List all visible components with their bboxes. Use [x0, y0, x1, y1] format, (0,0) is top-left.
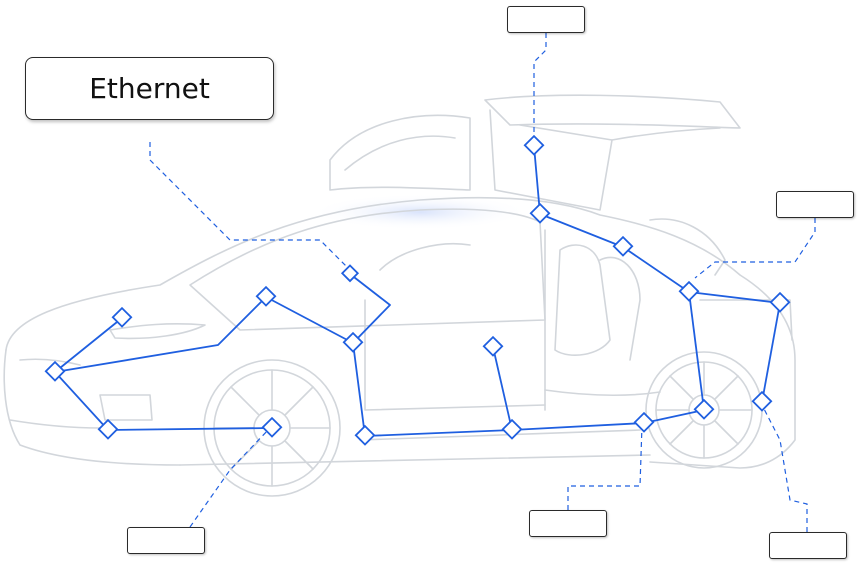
node: [633, 411, 655, 433]
leader-right: [694, 218, 816, 279]
link-sill: [364, 409, 705, 437]
link-front-left: [54, 317, 273, 431]
leader-bottom-middle: [567, 424, 643, 510]
node: [340, 264, 360, 283]
node: [678, 280, 700, 302]
link-rear-right: [761, 302, 781, 403]
node: [44, 360, 66, 382]
leader-bottom-right: [761, 404, 808, 532]
node: [529, 202, 551, 224]
label-bottom-right: [769, 532, 847, 559]
link-roof: [533, 145, 781, 304]
link-front-upper: [54, 296, 354, 373]
link-center-a: [349, 273, 391, 437]
node: [354, 424, 376, 446]
leader-bottom-left: [189, 427, 271, 528]
ethernet-label: Ethernet: [25, 57, 274, 120]
network-nodes: [44, 134, 791, 446]
leader-ethernet: [149, 142, 351, 271]
node: [769, 291, 791, 313]
node: [612, 235, 634, 257]
node: [693, 398, 715, 420]
node: [255, 285, 277, 307]
network-links: [54, 145, 781, 437]
label-top: [507, 6, 585, 33]
label-bottom-left: [127, 527, 205, 554]
node: [751, 390, 773, 412]
link-door: [492, 346, 513, 431]
label-bottom-middle: [529, 510, 607, 537]
label-right: [776, 191, 854, 218]
link-rear: [688, 291, 705, 411]
node: [261, 416, 283, 438]
node: [342, 331, 364, 353]
node: [111, 306, 133, 328]
node: [97, 418, 119, 440]
node: [482, 335, 504, 357]
leader-top: [533, 33, 547, 145]
node: [523, 134, 545, 156]
car-illustration: [3, 94, 796, 497]
node: [501, 418, 523, 440]
leader-lines: [149, 33, 816, 532]
